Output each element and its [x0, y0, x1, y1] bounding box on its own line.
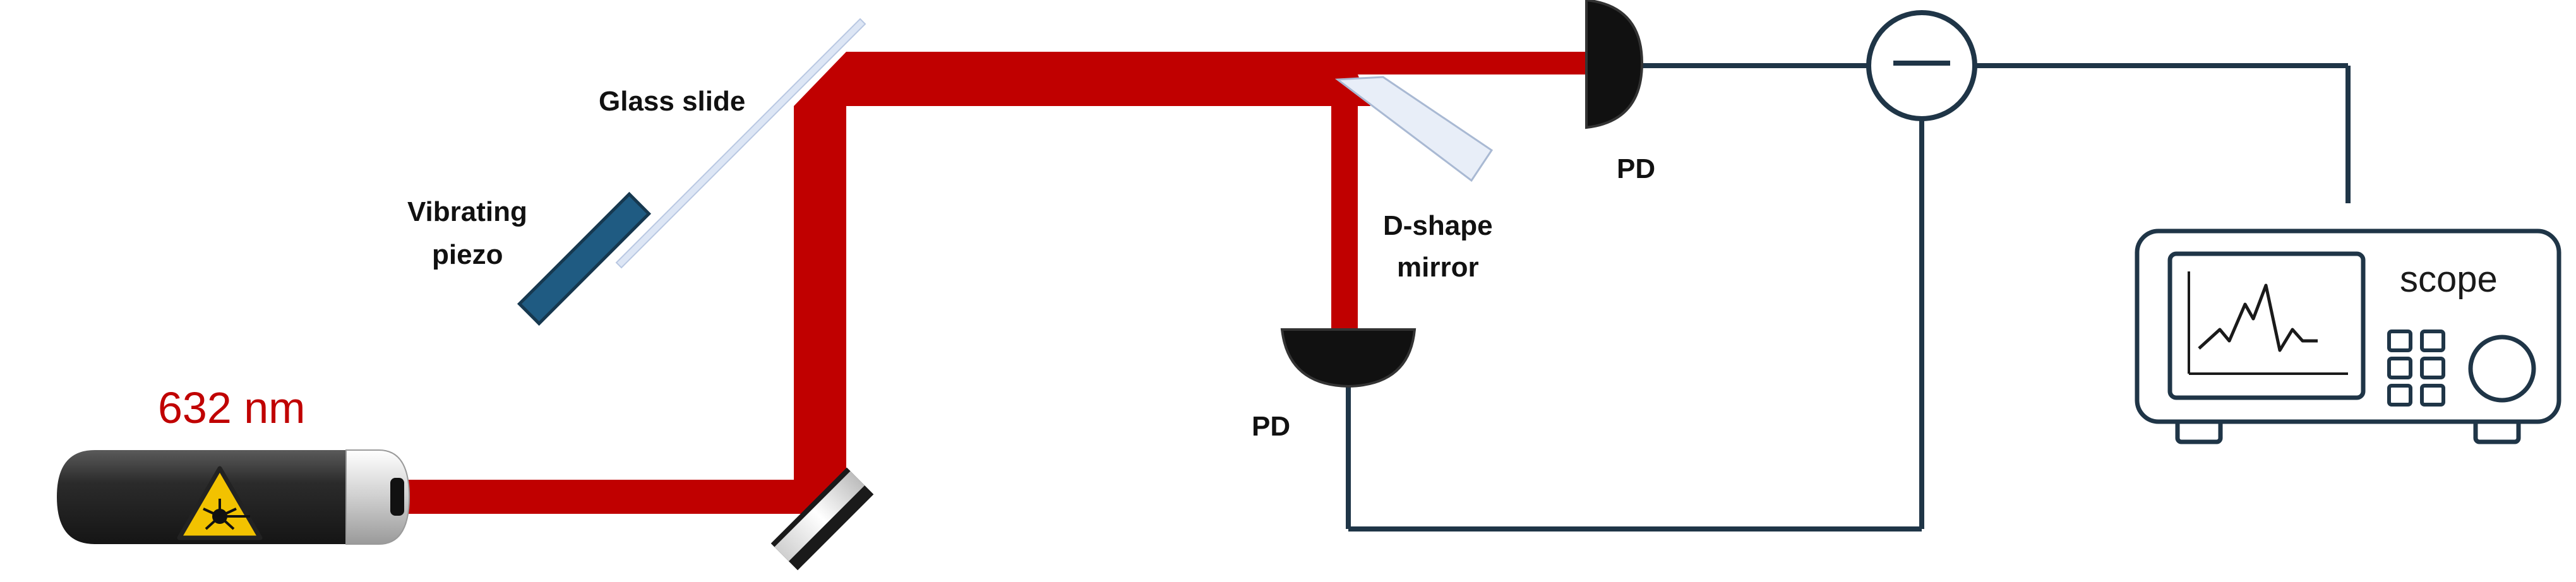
laser-source: 632 nm [57, 383, 410, 545]
photodetector-top [1585, 0, 1644, 129]
piezo-label-line1: Vibrating [407, 196, 527, 227]
laser-beam [404, 52, 1591, 514]
scope-label: scope [2400, 259, 2498, 300]
d-shape-mirror-label-line1: D-shape [1383, 210, 1493, 241]
subtractor [1866, 10, 1977, 121]
scope-knob [2468, 335, 2536, 403]
piezo-label-line2: piezo [432, 239, 503, 270]
laser-warning-icon [177, 466, 263, 540]
d-shape-mirror-label-line2: mirror [1397, 252, 1479, 283]
pd-top-label: PD [1617, 153, 1655, 184]
oscilloscope: scope [2135, 229, 2561, 444]
beam-segment-laser-out [404, 480, 846, 514]
d-shape-mirror [1334, 76, 1494, 182]
vibrating-piezo [517, 191, 652, 326]
beam-segment-top [846, 52, 1591, 74]
scope-screen [2167, 251, 2366, 400]
wavelength-label: 632 nm [158, 383, 305, 432]
laser-end-cap [345, 449, 410, 545]
photodetector-bottom [1280, 328, 1417, 388]
pd-bottom-label: PD [1252, 411, 1290, 442]
beam-segment-glass-turn [794, 52, 846, 106]
scope-trace [2198, 283, 2318, 352]
glass-slide-label: Glass slide [599, 86, 745, 117]
beam-segment-top-reflect [846, 74, 1370, 106]
beam-segment-to-bottom-pd [1331, 82, 1358, 335]
scope-buttons [2387, 330, 2445, 407]
electrical-wiring [1346, 63, 2351, 532]
beam-segment-vertical [794, 106, 846, 497]
glass-slide [615, 18, 866, 269]
fold-mirror [770, 467, 874, 571]
laser-aperture [390, 478, 404, 516]
